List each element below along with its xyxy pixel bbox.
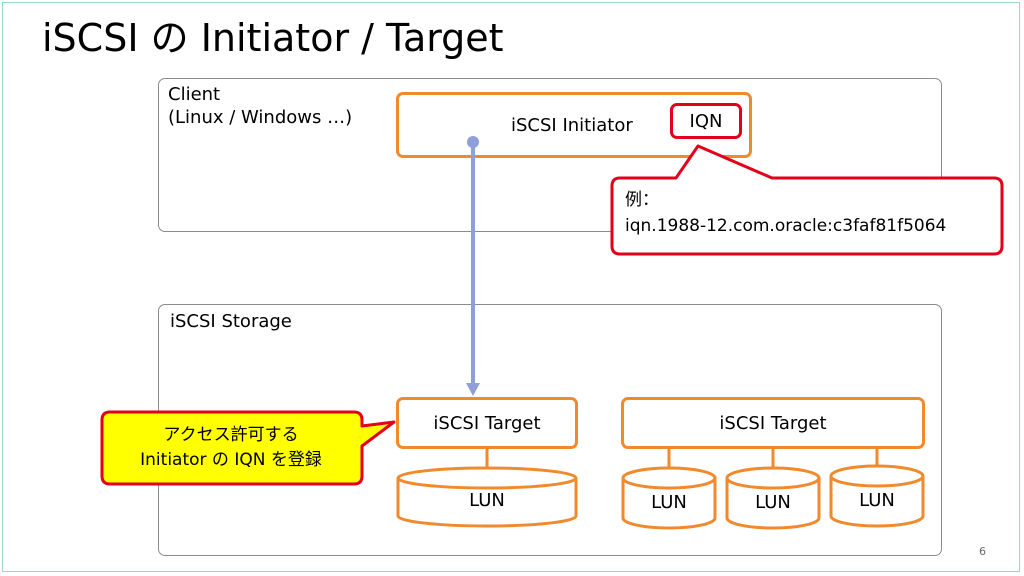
client-label: Client [168, 84, 221, 105]
iscsi-target-box-2: iSCSI Target [621, 397, 925, 449]
access-callout-line1: アクセス許可する [163, 425, 299, 445]
lun-cylinder-2 [621, 466, 717, 530]
connection-arrow-origin [467, 136, 479, 148]
example-callout-line1: 例： [625, 190, 659, 210]
client-os-label: (Linux / Windows …) [168, 107, 353, 128]
lun-cylinder-1 [396, 466, 578, 528]
example-callout-iqn: iqn.1988-12.com.oracle:c3faf81f5064 [625, 216, 947, 236]
lun-label-2: LUN [651, 492, 687, 513]
connection-arrow-head [466, 383, 480, 396]
target1-label: iSCSI Target [433, 412, 541, 434]
initiator-label: iSCSI Initiator [511, 114, 633, 136]
lun-cylinder-4 [829, 464, 925, 528]
iqn-label: IQN [689, 110, 723, 132]
access-callout-shape [100, 410, 396, 486]
storage-label: iSCSI Storage [170, 311, 292, 332]
example-callout-shape [610, 144, 1004, 256]
lun-label-4: LUN [859, 490, 895, 511]
iqn-box: IQN [670, 103, 742, 139]
page-number: 6 [979, 545, 986, 558]
lun-label-1: LUN [469, 490, 505, 511]
lun-label-3: LUN [755, 492, 791, 513]
access-callout-line2: Initiator の IQN を登録 [140, 450, 322, 470]
target2-label: iSCSI Target [719, 412, 827, 434]
page-title: iSCSI の Initiator / Target [42, 16, 504, 60]
lun-cylinder-3 [725, 466, 821, 530]
iscsi-target-box-1: iSCSI Target [396, 397, 578, 449]
